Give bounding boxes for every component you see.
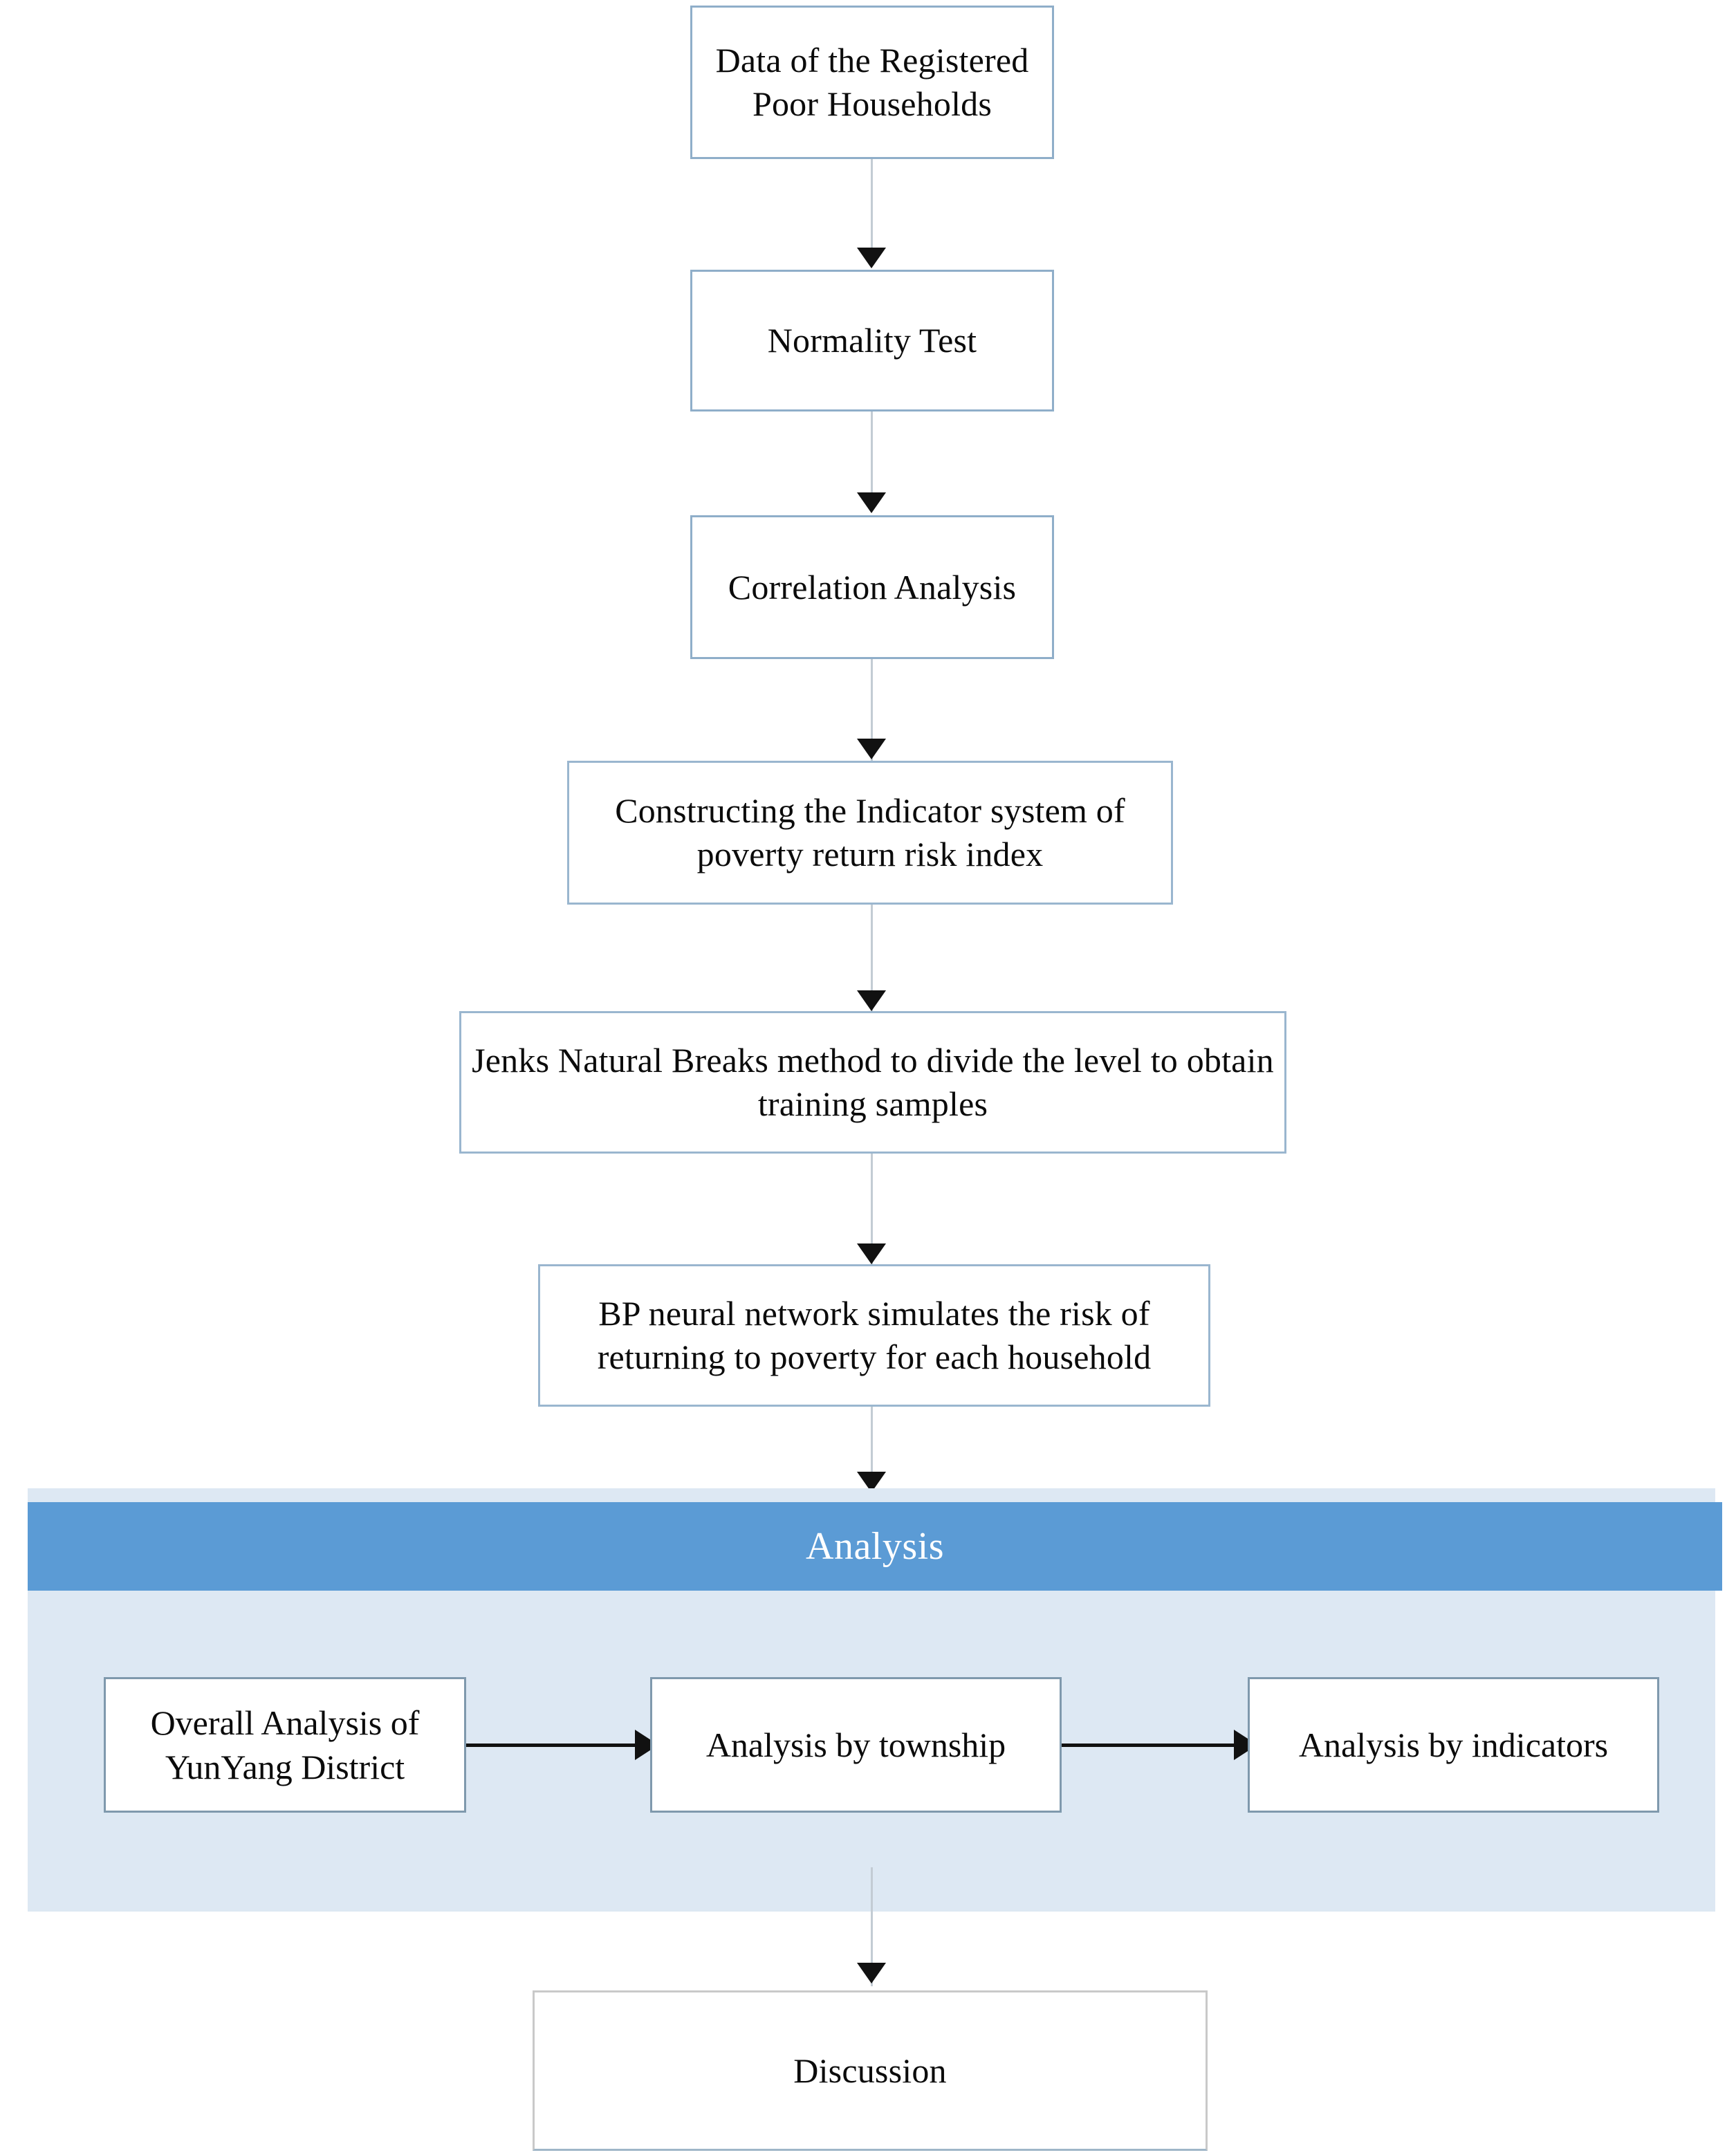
node-analysis-by-township[interactable]: Analysis by township: [650, 1677, 1062, 1813]
node-label: Analysis by indicators: [1298, 1726, 1609, 1764]
connector-overall-to-township: [466, 1744, 639, 1747]
connector-bpnn-to-analysis: [871, 1404, 873, 1501]
connector-jenks-to-bpnn: [871, 1152, 873, 1268]
arrowhead-data-to-normality: [857, 248, 886, 268]
node-bp-neural-network[interactable]: BP neural network simulates the risk of …: [538, 1264, 1210, 1407]
arrowhead-analysis-to-discussion: [857, 1963, 886, 1983]
node-jenks-natural-breaks[interactable]: Jenks Natural Breaks method to divide th…: [459, 1011, 1286, 1154]
node-overall-analysis-yunyang-district[interactable]: Overall Analysis of YunYang District: [104, 1677, 466, 1813]
node-label: Overall Analysis of YunYang District: [150, 1703, 420, 1786]
connector-normality-to-correlation: [871, 408, 873, 508]
connector-township-to-indicators: [1062, 1744, 1238, 1747]
arrowhead-jenks-to-bpnn: [857, 1243, 886, 1264]
arrowhead-normality-to-correlation: [857, 492, 886, 513]
connector-correlation-to-indicator: [871, 657, 873, 761]
arrowhead-correlation-to-indicator: [857, 739, 886, 759]
node-correlation-analysis[interactable]: Correlation Analysis: [690, 515, 1054, 659]
node-label: Correlation Analysis: [728, 567, 1017, 607]
node-label: Discussion: [793, 2051, 947, 2090]
node-constructing-indicator-system[interactable]: Constructing the Indicator system of pov…: [567, 761, 1173, 905]
node-data-of-registered-poor-households[interactable]: Data of the Registered Poor Households: [690, 6, 1054, 159]
analysis-group-banner: Analysis: [28, 1502, 1722, 1591]
node-label: Constructing the Indicator system of pov…: [615, 791, 1125, 873]
node-label: Normality Test: [767, 321, 977, 360]
connector-analysis-to-discussion: [871, 1867, 873, 1986]
connector-indicator-to-jenks: [871, 903, 873, 1015]
node-label: Data of the Registered Poor Households: [715, 41, 1029, 123]
node-normality-test[interactable]: Normality Test: [690, 270, 1054, 411]
node-label: BP neural network simulates the risk of …: [597, 1294, 1152, 1376]
node-analysis-by-indicators[interactable]: Analysis by indicators: [1248, 1677, 1659, 1813]
node-discussion[interactable]: Discussion: [533, 1990, 1208, 2151]
arrowhead-indicator-to-jenks: [857, 990, 886, 1011]
node-label: Analysis by township: [705, 1726, 1006, 1764]
node-label: Jenks Natural Breaks method to divide th…: [472, 1041, 1274, 1123]
analysis-banner-label: Analysis: [806, 1525, 944, 1568]
connector-data-to-normality: [871, 152, 873, 256]
